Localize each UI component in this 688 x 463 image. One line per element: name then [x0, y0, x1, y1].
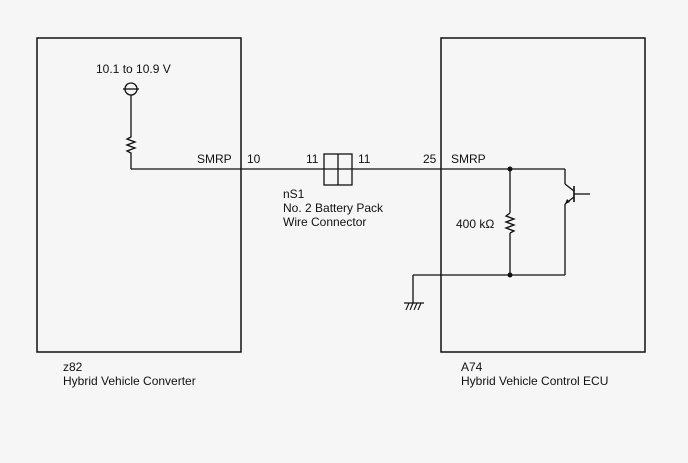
ecu-internal-circuit [504, 166, 566, 278]
left-pin-label: 10 [247, 152, 261, 166]
right-pin-label: 25 [423, 152, 437, 166]
right-unit-code: A74 [461, 360, 483, 374]
connector-pin-right: 11 [358, 152, 371, 166]
connector-name-line2: Wire Connector [283, 215, 366, 229]
voltage-source-icon [123, 82, 139, 96]
converter-box [36, 37, 242, 353]
resistor-value-label: 400 kΩ [456, 217, 494, 231]
left-unit-name: Hybrid Vehicle Converter [63, 374, 196, 388]
left-unit-code: z82 [63, 360, 83, 374]
connector-name-line1: No. 2 Battery Pack [283, 201, 384, 215]
left-terminal-label: SMRP [197, 152, 232, 166]
ecu-box [440, 37, 646, 353]
connector-icon [323, 153, 353, 186]
transistor-icon [564, 183, 590, 205]
right-unit-name: Hybrid Vehicle Control ECU [461, 374, 608, 388]
ground-icon [404, 275, 424, 311]
right-terminal-label: SMRP [451, 152, 486, 166]
connector-pin-left: 11 [306, 152, 319, 166]
connector-code: nS1 [283, 187, 305, 201]
pullup-resistor-icon [125, 95, 137, 169]
voltage-label: 10.1 to 10.9 V [96, 62, 171, 76]
